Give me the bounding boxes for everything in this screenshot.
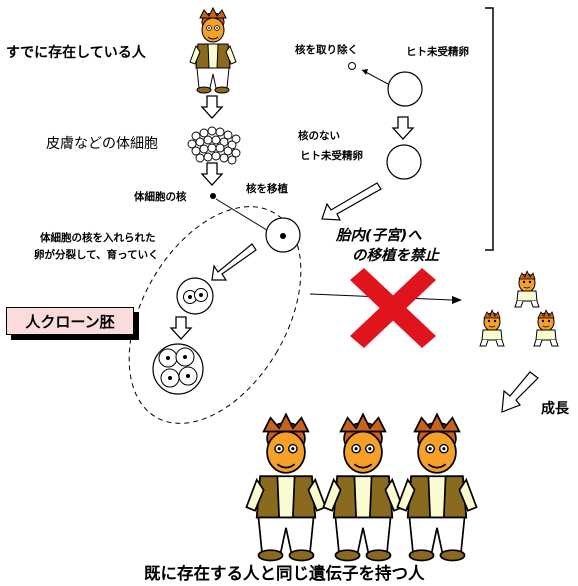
egg-transfer-arrow: [321, 182, 382, 221]
somatic-cells-label: 皮膚などの体細胞: [46, 136, 158, 152]
growth-arrow: [501, 371, 539, 413]
enucleated-egg-label-2: ヒト未受精卵: [300, 150, 363, 162]
nucleus-transfer-line: [215, 198, 271, 233]
unfertilized-egg-label: ヒト未受精卵: [406, 46, 469, 58]
baby-figure: [479, 309, 505, 347]
ban-label-1: 胎内(子宮)へ: [336, 228, 422, 244]
somatic-nucleus-label: 体細胞の核: [134, 191, 187, 203]
same-genes-person-label: 既に存在する人と同じ遺伝子を持つ人: [144, 564, 425, 583]
growth-label: 成長: [541, 401, 569, 417]
down-arrow: [170, 316, 192, 340]
human-clone-embryo-label: 人クローン胚: [6, 307, 134, 335]
baby-figure: [533, 309, 559, 347]
clone-person-figure: [245, 413, 327, 562]
clone-person-figure: [322, 413, 404, 562]
baby-figure: [514, 270, 540, 308]
removed-nucleus: [348, 62, 356, 70]
embryo-dashed-outline: [128, 206, 302, 424]
two-cell-embryo: [176, 277, 214, 315]
existing-person-figure: [189, 7, 237, 94]
unfertilized-egg: [387, 71, 423, 107]
clone-person-figure: [396, 413, 478, 562]
cell-cluster-icon: [187, 126, 241, 165]
enucleated-egg: [386, 144, 422, 180]
nucleus-dot: [210, 193, 216, 199]
egg-division-label-1: 体細胞の核を入れられた: [40, 232, 156, 244]
remove-nucleus-label: 核を取り除く: [295, 44, 358, 56]
cross-mark-icon: [350, 268, 436, 348]
division-arrow: [211, 243, 257, 281]
ban-label-2: の移植を禁止: [352, 248, 439, 264]
egg-division-label-2: 卵が分裂して、育っていく: [34, 249, 159, 261]
nucleus-transfer-label: 核を移植: [246, 183, 288, 195]
existing-person-label: すでに存在している人: [6, 45, 146, 61]
enucleated-egg-label-1: 核のない: [298, 130, 340, 142]
down-arrow: [201, 162, 223, 186]
down-arrow: [201, 95, 223, 119]
down-arrow: [392, 116, 414, 140]
multi-cell-embryo: [152, 343, 204, 395]
process-bracket: [485, 7, 494, 251]
